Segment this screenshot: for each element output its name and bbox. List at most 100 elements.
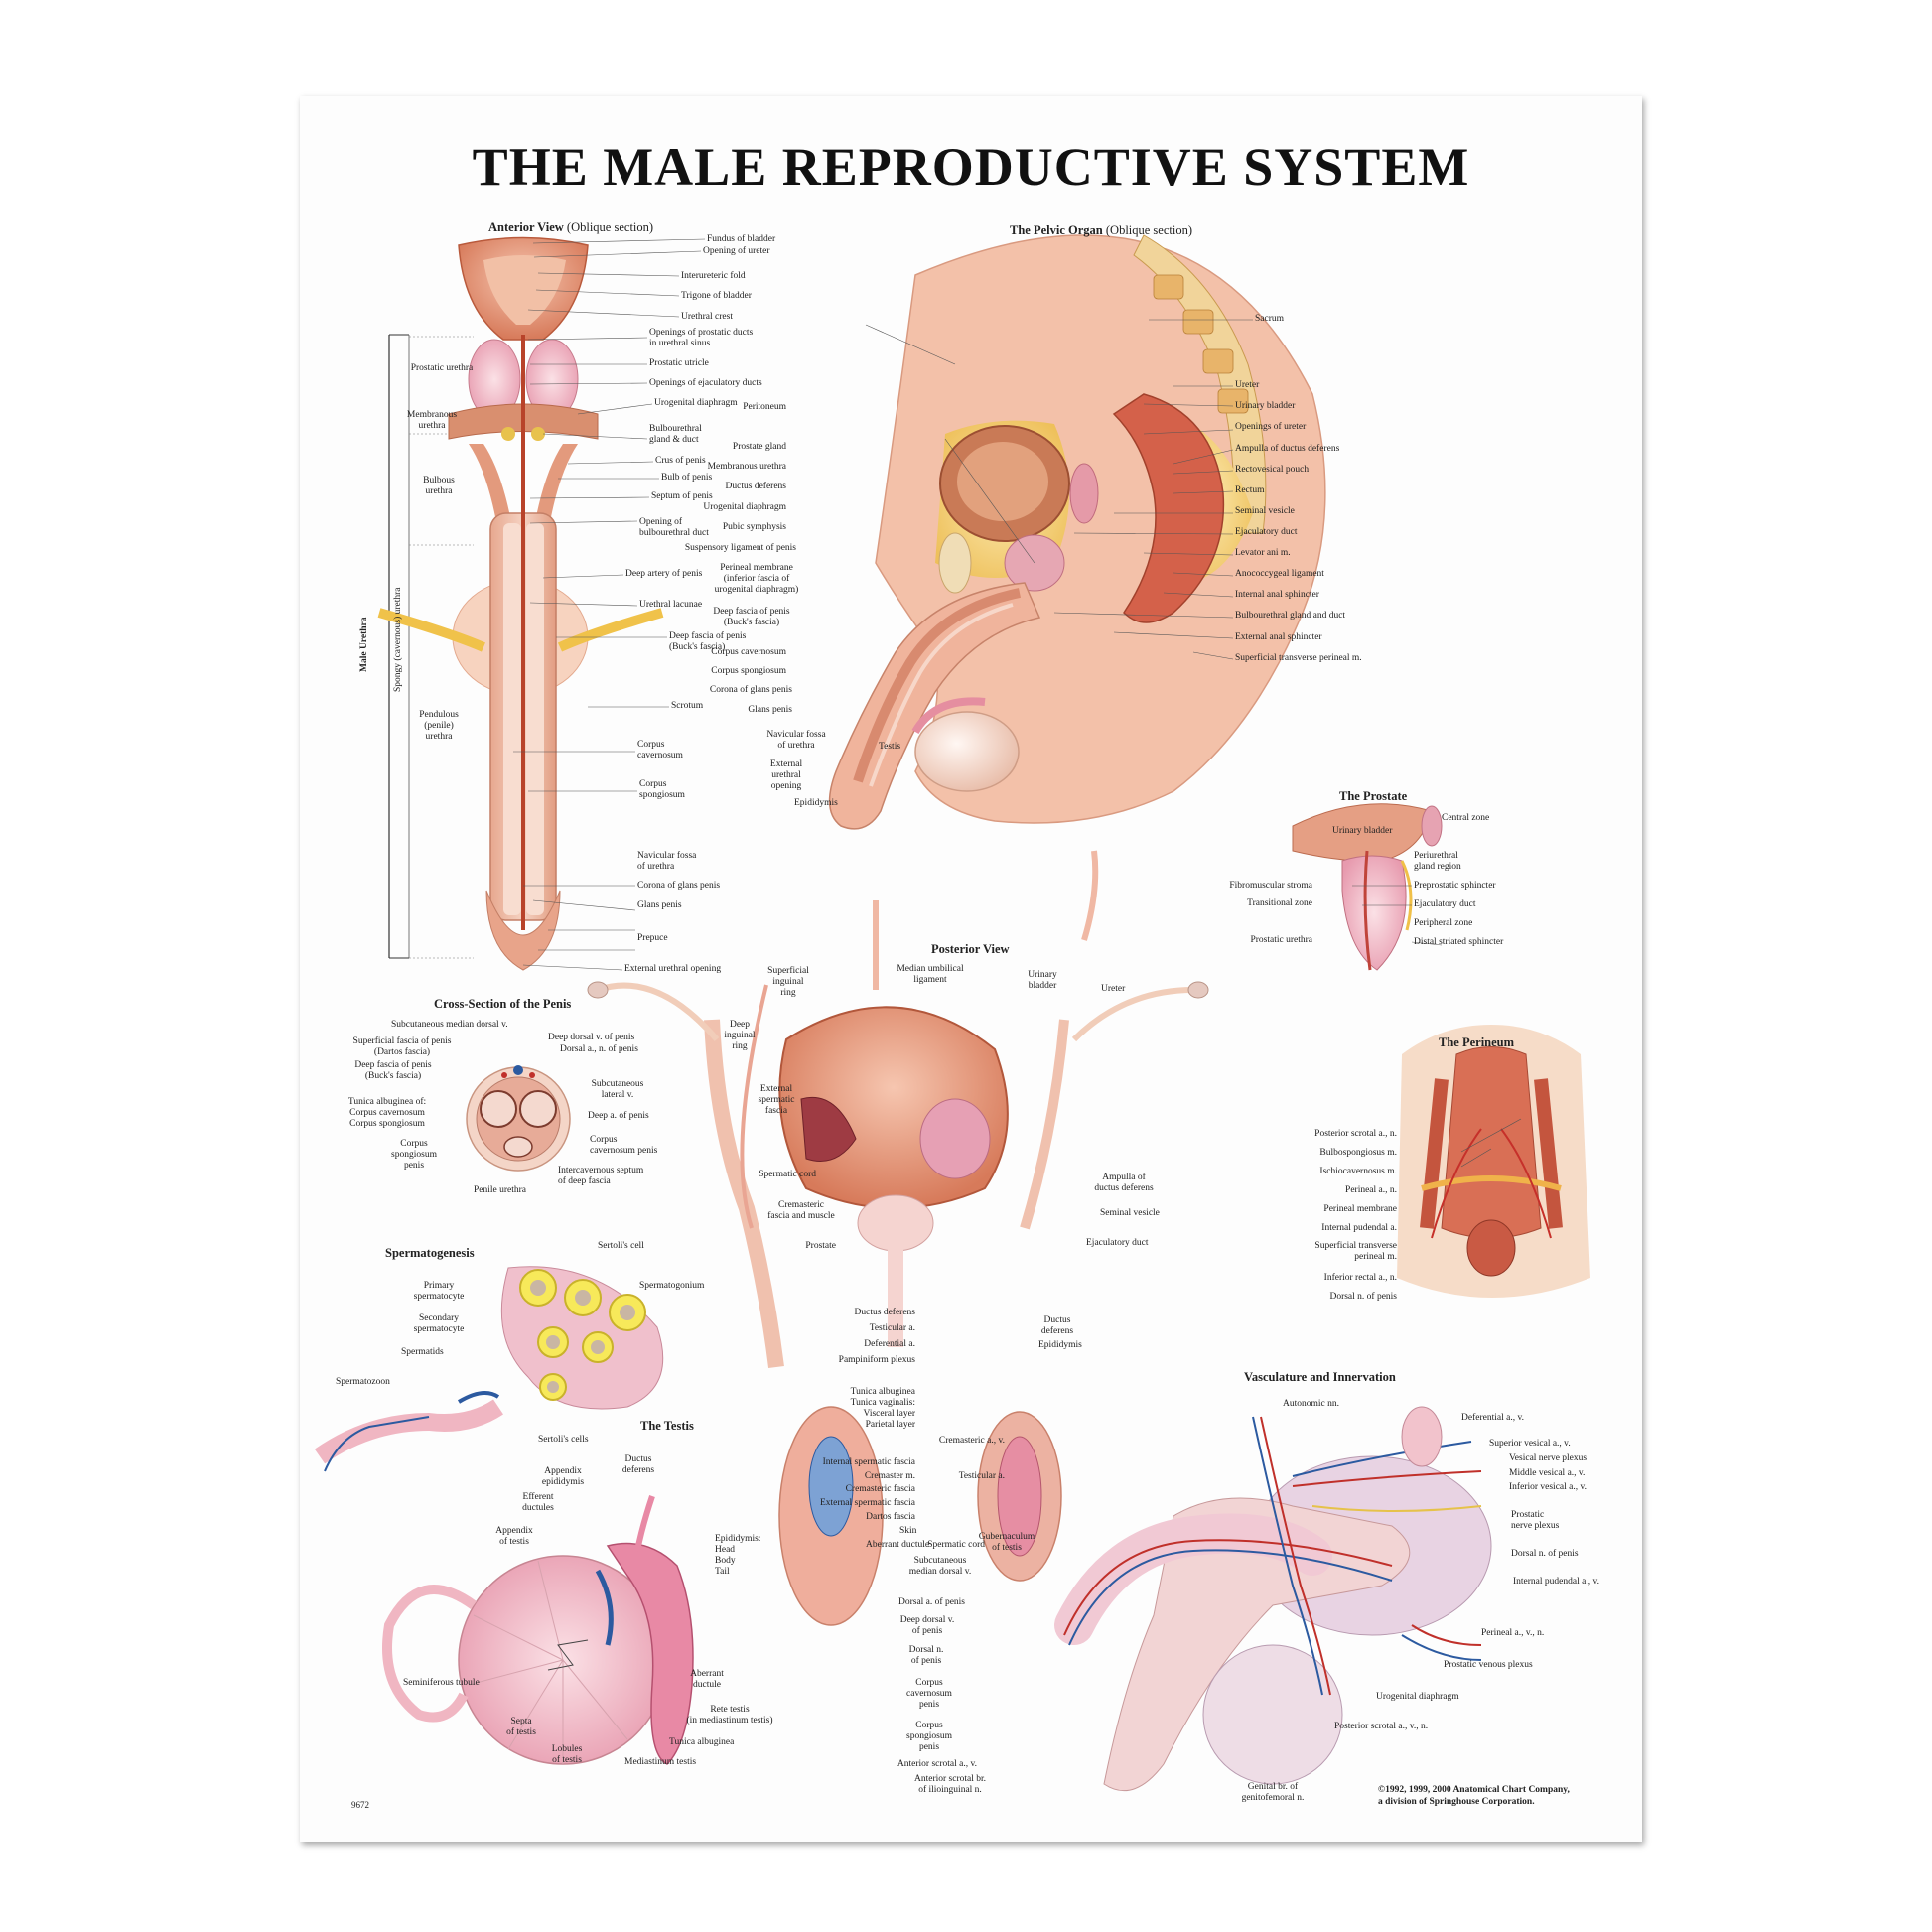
label: Dartos fascia — [866, 1512, 915, 1522]
label: Inferior rectal a., n. — [1323, 1273, 1397, 1283]
leader-lines — [513, 238, 1522, 1168]
label: Dorsal n. of penis — [1329, 1292, 1397, 1302]
label: Sertoli's cell — [598, 1241, 644, 1251]
label: Subcutaneous lateral v. — [591, 1079, 644, 1100]
label: Sacrum — [1255, 314, 1285, 324]
pelvic-organ-title: The Pelvic Organ (Oblique section) — [1010, 223, 1192, 238]
label: Corona of glans penis — [709, 685, 792, 695]
label: Appendix of testis — [495, 1526, 533, 1547]
label: Opening of bulbourethral duct — [639, 517, 709, 538]
label: Urogenital diaphragm — [654, 398, 738, 408]
label: Gubernaculum of testis — [978, 1532, 1035, 1553]
label: Deep fascia of penis (Buck's fascia) — [669, 631, 747, 652]
spermatogenesis-title: Spermatogenesis — [385, 1246, 475, 1260]
testis-title: The Testis — [640, 1419, 694, 1433]
label: Fibromuscular stroma — [1229, 881, 1312, 891]
label: Preprostatic sphincter — [1414, 881, 1496, 891]
label: Prostatic urethra — [1250, 935, 1312, 945]
label: Ampulla of ductus deferens — [1094, 1173, 1154, 1193]
label: Superficial inguinal ring — [767, 966, 809, 998]
label: Ejaculatory duct — [1235, 527, 1298, 537]
label: Glans penis — [748, 705, 792, 715]
illustrations — [314, 234, 1590, 1792]
label: Ductus deferens — [854, 1308, 915, 1317]
label: Glans penis — [637, 900, 682, 910]
label: Prostatic venous plexus — [1444, 1660, 1533, 1670]
label: Rete testis (in mediastinum testis) — [686, 1705, 773, 1725]
label: Seminal vesicle — [1100, 1208, 1160, 1218]
label: Deep fascia of penis (Buck's fascia) — [713, 607, 790, 627]
label: Urethral lacunae — [639, 600, 703, 610]
label: Penile urethra — [474, 1185, 527, 1195]
label: External urethral opening — [624, 964, 722, 974]
label: Epididymis — [1038, 1340, 1082, 1350]
label: Inferior vesical a., v. — [1509, 1482, 1587, 1492]
label: Subcutaneous median dorsal v. — [391, 1020, 508, 1030]
prostate-title: The Prostate — [1339, 789, 1408, 803]
label: Urethral crest — [681, 312, 733, 322]
male-urethra-label: Male Urethra — [359, 617, 369, 672]
label: Bulbous urethra — [423, 476, 455, 496]
label: Opening of ureter — [703, 246, 770, 256]
label: Spermatids — [401, 1347, 444, 1357]
label: Deep a. of penis — [588, 1111, 649, 1121]
label: Sertoli's cells — [538, 1435, 589, 1445]
label: Perineal a., n. — [1345, 1185, 1397, 1195]
label: External spermatic fascia — [819, 1498, 915, 1508]
label: Ductus deferens — [725, 482, 786, 491]
label: Peripheral zone — [1414, 918, 1473, 928]
label: Lobules of testis — [551, 1744, 583, 1765]
posterior-view-illustration — [587, 850, 1209, 1626]
anterior-title-main: Anterior View — [488, 220, 564, 234]
posterior-view-title: Posterior View — [931, 942, 1010, 956]
label: Membranous urethra — [406, 410, 458, 431]
label: Posterior scrotal a., v., n. — [1334, 1722, 1429, 1731]
label: Deep artery of penis — [625, 569, 703, 579]
label: Bulb of penis — [661, 473, 713, 483]
label: Ductus deferens — [1040, 1315, 1074, 1336]
label: Crus of penis — [655, 456, 706, 466]
label: Urinary bladder — [1235, 401, 1296, 411]
label: Subcutaneous median dorsal v. — [908, 1556, 972, 1577]
label: Deep fascia of penis (Buck's fascia) — [354, 1060, 432, 1081]
label: Septum of penis — [651, 491, 713, 501]
label: Primary spermatocyte — [413, 1281, 465, 1302]
label: Prostate — [805, 1241, 836, 1251]
label: Periurethral gland region — [1414, 851, 1461, 872]
label: Deep dorsal v. of penis — [899, 1615, 955, 1636]
label: Testicular a. — [958, 1471, 1005, 1481]
label: Internal pudendal a., v. — [1513, 1577, 1599, 1587]
label: Internal anal sphincter — [1235, 590, 1319, 600]
label: Deferential a., v. — [1461, 1413, 1524, 1423]
label: Tunica albuginea — [669, 1737, 735, 1747]
label: Dorsal a., n. of penis — [560, 1044, 638, 1054]
label: Deep inguinal ring — [724, 1020, 756, 1051]
cross-section-illustration — [466, 1065, 571, 1172]
spongy-urethra-label: Spongy (cavernous) urethra — [393, 587, 403, 692]
label: Pendulous (penile) urethra — [419, 710, 459, 742]
label: Rectum — [1235, 485, 1265, 495]
label: Ductus deferens — [621, 1454, 655, 1475]
label: Spermatic cord — [927, 1540, 985, 1550]
label: Scrotum — [671, 701, 704, 711]
label: Openings of prostatic ducts in urethral … — [649, 328, 754, 348]
label: Aberrant ductule — [690, 1669, 724, 1690]
label: Corona of glans penis — [637, 881, 721, 891]
label: Ejaculatory duct — [1086, 1238, 1149, 1248]
label: Efferent ductules — [522, 1492, 554, 1513]
label: Distal striated sphincter — [1414, 937, 1504, 947]
label: External spermatic fascia — [758, 1084, 795, 1116]
label: Navicular fossa of urethra — [637, 851, 697, 872]
label: Superficial transverse perineal m. — [1235, 653, 1362, 663]
pelvic-organ-illustration — [828, 234, 1326, 830]
label: Vesical nerve plexus — [1509, 1453, 1587, 1463]
anterior-view-illustration — [377, 236, 664, 971]
pelvic-title-sub: (Oblique section) — [1105, 223, 1193, 237]
label: Superior vesical a., v. — [1489, 1439, 1571, 1449]
label: Testis — [879, 742, 901, 752]
label: Membranous urethra — [707, 462, 786, 472]
label: Aberrant ductule — [866, 1540, 930, 1550]
label: Pampiniform plexus — [838, 1355, 915, 1365]
perineum-title: The Perineum — [1439, 1035, 1515, 1049]
label: Prepuce — [637, 933, 668, 943]
